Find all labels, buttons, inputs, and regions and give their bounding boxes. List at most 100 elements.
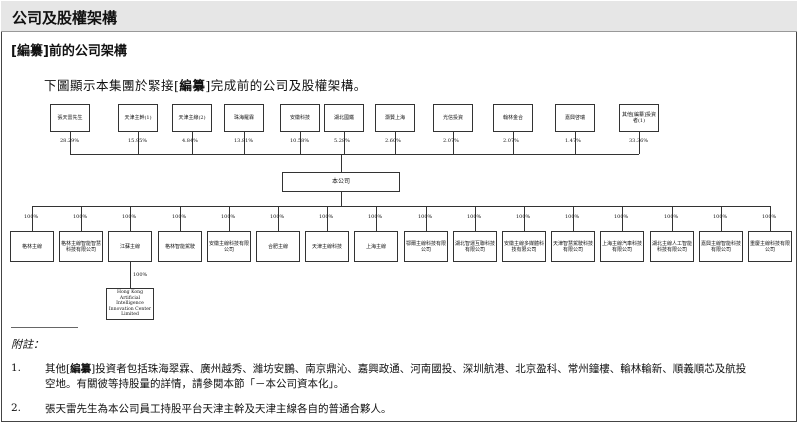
shareholder-box: 珠海羅霖: [224, 104, 264, 132]
connector-line: [672, 206, 673, 231]
note-text: ]投資者包括珠海翠霖、廣州越秀、濰坊安鵬、南京鼎沁、嘉興政通、河南國投、深圳航港…: [91, 363, 747, 375]
page-title: 公司及股權架構: [12, 9, 118, 27]
connector-line: [344, 132, 345, 154]
intro-text: 下圖顯示本集團於緊接[編纂]完成前的公司及股權架構。: [44, 75, 367, 94]
subsidiary-box: 嘉興主線智能科技有限公司: [699, 231, 743, 262]
subsidiary-pct: 100%: [319, 214, 334, 220]
intro-after: ]完成前的公司及股權架構。: [205, 78, 367, 93]
shareholder-pct: 15.95%: [128, 138, 148, 144]
subsidiary-pct: 100%: [221, 214, 236, 220]
sub-subsidiary-box: Hong Kong Artificial Intelligence Innova…: [106, 288, 154, 320]
shareholder-pct: 2.60%: [385, 138, 401, 144]
connector-line: [300, 132, 301, 154]
subsidiary-pct: 100%: [467, 214, 482, 220]
subsidiary-box: 湖北智運互聯科技有限公司: [453, 231, 497, 262]
shareholder-pct: 33.36%: [629, 138, 649, 144]
connector-line: [130, 206, 131, 231]
connector-line: [575, 132, 576, 154]
connector-line: [453, 132, 454, 154]
intro-bold: 編纂: [179, 78, 206, 93]
connector-line: [244, 132, 245, 154]
subsidiary-pct: 100%: [122, 214, 137, 220]
subsidiary-pct: 100%: [565, 214, 580, 220]
connector-line: [573, 206, 574, 231]
header-bar: 公司及股權架構: [1, 1, 797, 32]
subsidiary-box: 天津主線科技: [305, 231, 349, 262]
note-bold: 編纂: [70, 363, 92, 375]
subsidiary-pct: 100%: [418, 214, 433, 220]
subsidiary-box: 格林智能駕駛: [158, 231, 202, 262]
subsidiary-pct: 100%: [664, 214, 679, 220]
shareholder-box: 嘉興啓瑞: [555, 104, 595, 132]
connector-line: [341, 192, 342, 206]
note-number: 2.: [11, 402, 22, 414]
connector-line: [524, 206, 525, 231]
connector-line: [327, 206, 328, 231]
note-text: 其他[: [45, 363, 71, 375]
connector-line: [376, 206, 377, 231]
subsidiary-box: 江蘇主線: [108, 231, 152, 262]
shareholder-box: 天津主幹(1): [118, 104, 158, 132]
shareholder-pct: 13.81%: [234, 138, 254, 144]
shareholder-pct: 4.84%: [182, 138, 198, 144]
subsidiary-box: 鄂爾主線科技有限公司: [404, 231, 448, 262]
intro-before: 下圖顯示本集團於緊接[: [44, 78, 180, 93]
subsidiary-box: 上海主線汽車科技有限公司: [600, 231, 644, 262]
subsidiary-pct: 100%: [368, 214, 383, 220]
connector-line: [70, 132, 71, 154]
subsidiary-box: 上海主線: [354, 231, 398, 262]
subsidiary-box: 格林主線: [10, 231, 54, 262]
shareholder-box: 湖北國鐵: [324, 104, 364, 132]
shareholder-pct: 1.47%: [565, 138, 581, 144]
subsidiary-pct: 100%: [516, 214, 531, 220]
note-number: 1.: [11, 362, 22, 374]
shareholder-pct: 2.07%: [443, 138, 459, 144]
connector-line: [395, 132, 396, 154]
shareholder-box: 其他[編纂]投資者(1): [619, 104, 659, 132]
connector-line: [81, 206, 82, 231]
subsidiary-box: 安徽主線多媒體科技有限公司: [502, 231, 546, 262]
subsidiary-pct: 100%: [172, 214, 187, 220]
subsidiary-box: 安徽主線科技有限公司: [207, 231, 251, 262]
connector-line: [130, 262, 131, 288]
connector-line: [70, 154, 639, 155]
subsidiary-pct: 100%: [73, 214, 88, 220]
shareholder-box: 光信投資: [433, 104, 473, 132]
connector-line: [32, 206, 33, 231]
shareholder-pct: 10.58%: [290, 138, 310, 144]
subsidiary-pct: 100%: [614, 214, 629, 220]
connector-line: [426, 206, 427, 231]
connector-line: [622, 206, 623, 231]
subsidiary-pct: 100%: [24, 214, 39, 220]
subsidiary-box: 天津智慧駕駛科技有限公司: [551, 231, 595, 262]
shareholder-pct: 2.07%: [503, 138, 519, 144]
connector-line: [180, 206, 181, 231]
subsidiary-pct: 100%: [762, 214, 777, 220]
shareholder-pct: 28.29%: [60, 138, 80, 144]
shareholder-pct: 5.28%: [334, 138, 350, 144]
connector-line: [475, 206, 476, 231]
connector-line: [770, 206, 771, 231]
notes-label: 附註：: [11, 338, 44, 351]
subsidiary-pct: 100%: [133, 272, 148, 278]
subsidiary-box: 合肥主線: [256, 231, 300, 262]
shareholder-box: 安徽科技: [280, 104, 320, 132]
connector-line: [32, 206, 770, 207]
subsidiary-box: 湖北主線人工智能科技有限公司: [650, 231, 694, 262]
shareholder-box: 張天雷先生: [50, 104, 90, 132]
notes-divider: [11, 327, 78, 328]
subsidiary-box: 格林主線智能智慧科技有限公司: [59, 231, 103, 262]
subsidiary-pct: 100%: [713, 214, 728, 220]
connector-line: [721, 206, 722, 231]
note-item: 張天雷先生為本公司員工持股平台天津主幹及天津主線各自的普通合夥人。: [45, 403, 392, 415]
connector-line: [278, 206, 279, 231]
connector-line: [192, 132, 193, 154]
shareholder-box: 翰林金合: [493, 104, 533, 132]
connector-line: [513, 132, 514, 154]
note-item: 其他[編纂]投資者包括珠海翠霖、廣州越秀、濰坊安鵬、南京鼎沁、嘉興政通、河南國投…: [45, 362, 795, 392]
section-title: [編纂]前的公司架構: [11, 44, 127, 59]
subsidiary-box: 重慶主線科技有限公司: [748, 231, 792, 262]
shareholder-box: 天津主線(2): [172, 104, 212, 132]
note-text: 空地。有關彼等持股量的詳情，請參閱本節「－本公司資本化」。: [45, 378, 345, 390]
